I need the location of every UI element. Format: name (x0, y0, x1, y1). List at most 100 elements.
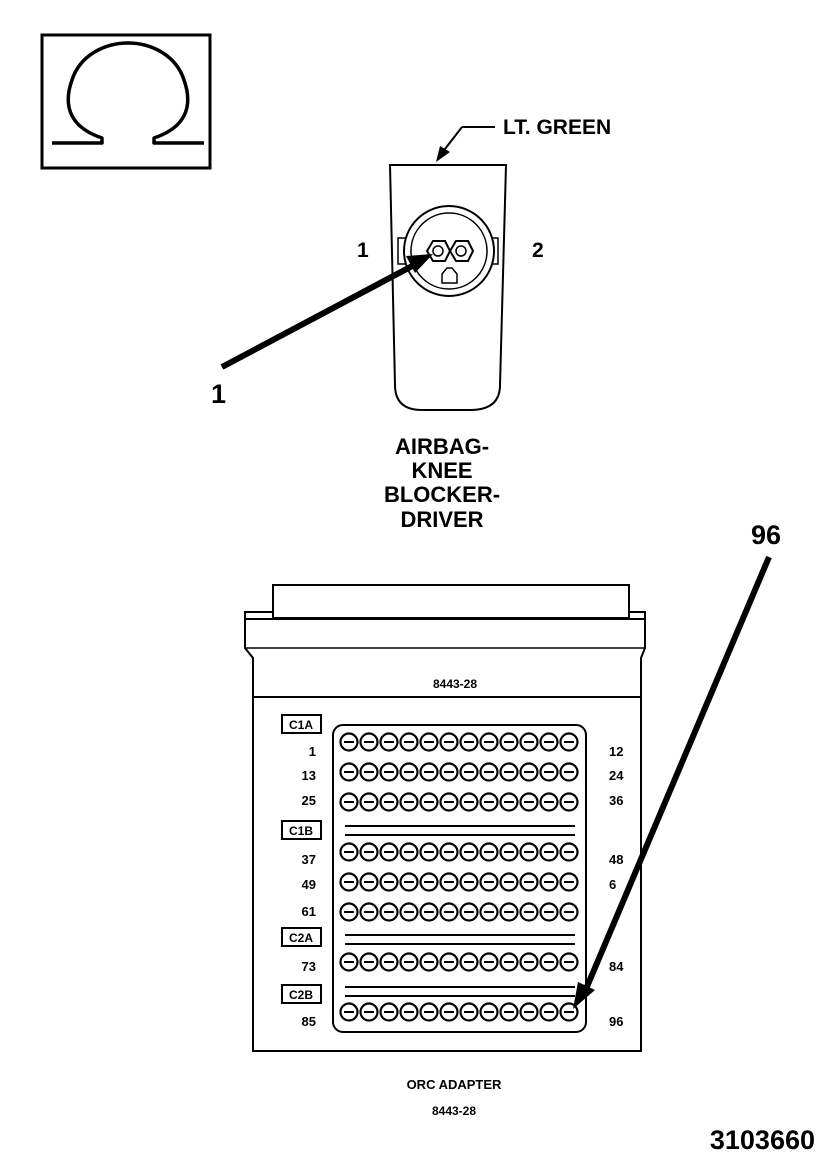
row-end-96: 96 (609, 1014, 623, 1029)
pin-1-label: 1 (357, 239, 369, 262)
adapter-pin-38 (359, 842, 379, 862)
adapter-pin-90 (439, 1002, 459, 1022)
group-box-c2b: C2B (281, 984, 322, 1004)
separator-c2a (345, 934, 575, 945)
orc-adapter-housing (244, 584, 646, 1052)
adapter-pin-82 (519, 952, 539, 972)
row-end-partial: 6 (609, 877, 616, 892)
adapter-pin-81 (499, 952, 519, 972)
group-box-c2a: C2A (281, 927, 322, 947)
row-end-84: 84 (609, 959, 624, 974)
adapter-pin-17 (419, 762, 439, 782)
adapter-pin-31 (459, 792, 479, 812)
adapter-pin-59 (539, 872, 559, 892)
svg-text:C2A: C2A (289, 931, 313, 945)
row-start-1: 1 (309, 744, 316, 759)
row-start-73: 73 (302, 959, 316, 974)
adapter-caption-part: 8443-28 (432, 1104, 476, 1118)
pin-1-cavity (425, 240, 452, 262)
adapter-pin-27 (379, 792, 399, 812)
adapter-pin-54 (439, 872, 459, 892)
adapter-pin-5 (419, 732, 439, 752)
adapter-pin-76 (399, 952, 419, 972)
adapter-pin-4 (399, 732, 419, 752)
adapter-pin-72 (559, 902, 579, 922)
adapter-pin-22 (519, 762, 539, 782)
adapter-pin-68 (479, 902, 499, 922)
adapter-pin-89 (419, 1002, 439, 1022)
adapter-pin-67 (459, 902, 479, 922)
adapter-pin-29 (419, 792, 439, 812)
adapter-pin-52 (399, 872, 419, 892)
adapter-pin-87 (379, 1002, 399, 1022)
ohm-symbol-icon (52, 41, 204, 145)
adapter-pin-83 (539, 952, 559, 972)
adapter-pin-47 (539, 842, 559, 862)
adapter-pin-2 (359, 732, 379, 752)
adapter-pin-11 (539, 732, 559, 752)
adapter-pin-21 (499, 762, 519, 782)
adapter-pin-24 (559, 762, 579, 782)
adapter-pin-86 (359, 1002, 379, 1022)
adapter-pin-66 (439, 902, 459, 922)
adapter-pin-37 (339, 842, 359, 862)
adapter-pin-49 (339, 872, 359, 892)
row-start-85: 85 (302, 1014, 316, 1029)
row-end-48: 48 (609, 852, 623, 867)
adapter-pin-73 (339, 952, 359, 972)
adapter-pin-53 (419, 872, 439, 892)
row-start-37: 37 (302, 852, 316, 867)
adapter-pin-70 (519, 902, 539, 922)
adapter-pin-78 (439, 952, 459, 972)
adapter-pin-71 (539, 902, 559, 922)
adapter-pin-88 (399, 1002, 419, 1022)
adapter-pin-84 (559, 952, 579, 972)
airbag-connector (388, 164, 508, 411)
svg-text:C2B: C2B (289, 988, 313, 1002)
adapter-pin-33 (499, 792, 519, 812)
adapter-pin-55 (459, 872, 479, 892)
adapter-pin-62 (359, 902, 379, 922)
adapter-pin-48 (559, 842, 579, 862)
adapter-pin-28 (399, 792, 419, 812)
separator-c1b (345, 825, 575, 836)
separator-c2b (345, 986, 575, 997)
adapter-pin-77 (419, 952, 439, 972)
adapter-pin-51 (379, 872, 399, 892)
adapter-pin-39 (379, 842, 399, 862)
row-end-36: 36 (609, 793, 623, 808)
adapter-pin-79 (459, 952, 479, 972)
adapter-pin-26 (359, 792, 379, 812)
pin-2-cavity (448, 240, 475, 262)
adapter-pin-95 (539, 1002, 559, 1022)
adapter-pin-25 (339, 792, 359, 812)
adapter-pin-9 (499, 732, 519, 752)
adapter-pin-63 (379, 902, 399, 922)
adapter-pin-41 (419, 842, 439, 862)
adapter-caption: ORC ADAPTER (407, 1077, 502, 1092)
adapter-pin-8 (479, 732, 499, 752)
adapter-pin-50 (359, 872, 379, 892)
adapter-pin-92 (479, 1002, 499, 1022)
adapter-pin-91 (459, 1002, 479, 1022)
adapter-pin-6 (439, 732, 459, 752)
adapter-pin-12 (559, 732, 579, 752)
adapter-pin-58 (519, 872, 539, 892)
row-start-61: 61 (302, 904, 316, 919)
connector-name-line-1: AIRBAG- (395, 434, 489, 459)
adapter-pin-75 (379, 952, 399, 972)
adapter-pin-85 (339, 1002, 359, 1022)
row-end-24: 24 (609, 768, 624, 783)
adapter-pin-7 (459, 732, 479, 752)
adapter-pin-69 (499, 902, 519, 922)
wire-color-label: LT. GREEN (503, 116, 611, 139)
callout-96-arrow (573, 555, 772, 1009)
group-box-c1b: C1B (281, 820, 322, 840)
adapter-top-label: 8443-28 (433, 677, 477, 691)
adapter-pin-80 (479, 952, 499, 972)
group-box-c1a: C1A (281, 714, 322, 734)
adapter-pin-3 (379, 732, 399, 752)
adapter-pin-60 (559, 872, 579, 892)
row-start-49: 49 (302, 877, 316, 892)
